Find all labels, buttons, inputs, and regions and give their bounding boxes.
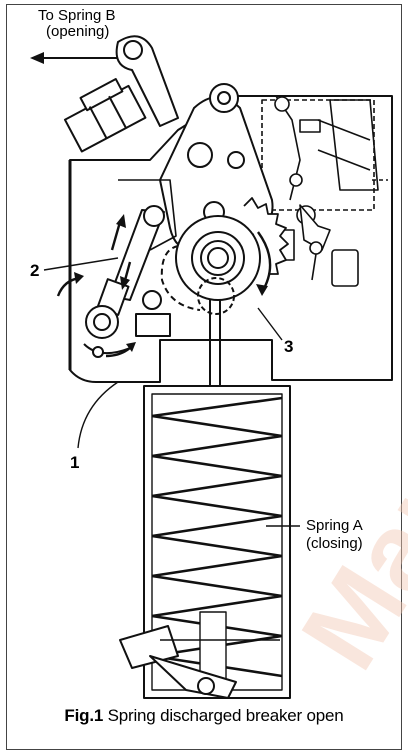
spring-b-arrow	[30, 52, 120, 64]
spring-a-label-line1: Spring A	[306, 517, 363, 534]
leader-3	[257, 307, 283, 341]
motor-block	[63, 78, 147, 153]
spring-bottom-latch	[119, 625, 280, 699]
opening-link	[115, 35, 179, 127]
spring-b-label-line1: To Spring B	[38, 7, 116, 24]
figure-caption: Fig.1 Spring discharged breaker open	[0, 706, 408, 726]
side-plate-cutout	[118, 179, 177, 251]
callout-2: 2	[30, 261, 39, 280]
cam-shaft	[160, 215, 261, 315]
leader-1	[77, 381, 119, 449]
leader-2	[43, 257, 119, 271]
ratchet-gear	[243, 197, 289, 275]
trip-latch-assembly	[261, 95, 388, 287]
lower-lever-1	[56, 272, 171, 358]
spring-b-label-line2: (opening)	[46, 23, 109, 40]
callout-1: 1	[70, 453, 79, 472]
spring-a-label-line2: (closing)	[306, 535, 363, 552]
figure-caption-text: Spring discharged breaker open	[107, 706, 344, 725]
figure-number: Fig.1	[64, 706, 104, 725]
callout-3: 3	[284, 337, 293, 356]
